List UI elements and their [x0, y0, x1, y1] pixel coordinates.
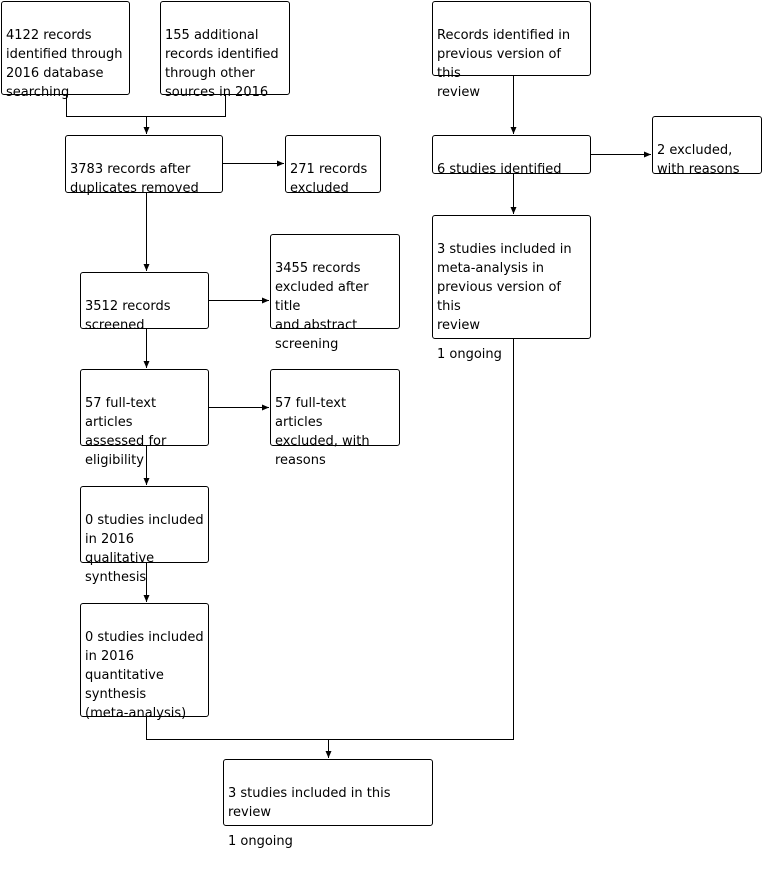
- final-included-box: 3 studies included in this review 1 ongo…: [223, 759, 433, 849]
- fulltext-excluded-box: 57 full-text articles excluded, with rea…: [270, 369, 400, 468]
- studies-identified-text: 6 studies identified: [437, 162, 562, 177]
- records-previous-box: Records identified in previous version o…: [432, 1, 591, 100]
- excluded-reasons-prev-text: 2 excluded, with reasons: [657, 143, 740, 177]
- fulltext-excluded-text: 57 full-text articles excluded, with rea…: [275, 396, 370, 468]
- connector-final-merge: [146, 339, 514, 740]
- included-previous-text: 3 studies included in meta-analysis in p…: [437, 242, 572, 333]
- records-screened-box: 3512 records screened: [80, 272, 209, 333]
- qualitative-box: 0 studies included in 2016 qualitative s…: [80, 486, 209, 585]
- records-db-text: 4122 records identified through 2016 dat…: [6, 28, 123, 100]
- fulltext-assessed-box: 57 full-text articles assessed for eligi…: [80, 369, 209, 468]
- excluded-title-box: 3455 records excluded after title and ab…: [270, 234, 400, 352]
- excluded-reasons-prev-box: 2 excluded, with reasons: [652, 116, 762, 177]
- records-excluded-box: 271 records excluded: [285, 135, 381, 196]
- fulltext-assessed-text: 57 full-text articles assessed for eligi…: [85, 396, 167, 468]
- included-previous-box: 3 studies included in meta-analysis in p…: [432, 215, 591, 362]
- quantitative-box: 0 studies included in 2016 quantitative …: [80, 603, 209, 721]
- excluded-title-text: 3455 records excluded after title and ab…: [275, 261, 369, 352]
- records-db-box: 4122 records identified through 2016 dat…: [1, 1, 130, 100]
- after-duplicates-box: 3783 records after duplicates removed: [65, 135, 223, 196]
- records-other-text: 155 additional records identified throug…: [165, 28, 279, 100]
- qualitative-text: 0 studies included in 2016 qualitative s…: [85, 513, 204, 585]
- records-other-box: 155 additional records identified throug…: [160, 1, 290, 100]
- final-included-text: 3 studies included in this review: [228, 786, 391, 820]
- flow-connectors: [66, 76, 651, 758]
- records-screened-text: 3512 records screened: [85, 299, 171, 333]
- included-previous-ongoing-text: 1 ongoing: [437, 347, 502, 362]
- records-previous-text: Records identified in previous version o…: [437, 28, 571, 100]
- records-excluded-text: 271 records excluded: [290, 162, 368, 196]
- after-duplicates-text: 3783 records after duplicates removed: [70, 162, 199, 196]
- studies-identified-box: 6 studies identified: [432, 135, 591, 177]
- quantitative-text: 0 studies included in 2016 quantitative …: [85, 630, 204, 721]
- final-ongoing-text: 1 ongoing: [228, 834, 293, 849]
